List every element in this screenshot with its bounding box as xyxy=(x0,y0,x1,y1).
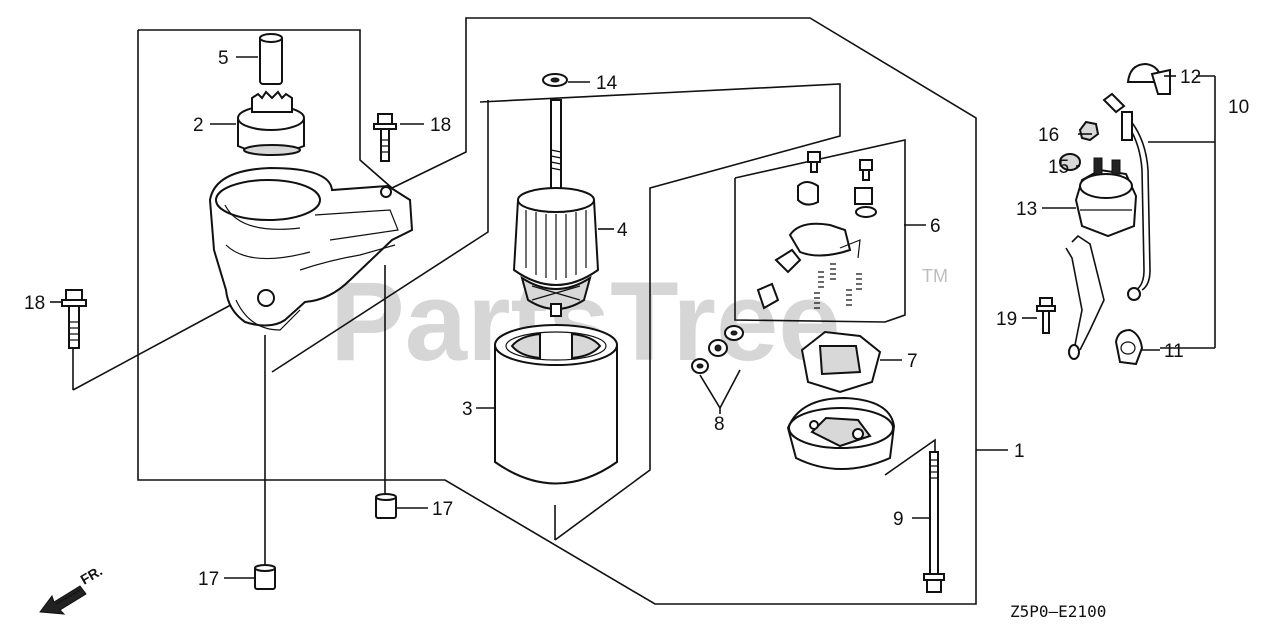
front-direction-arrow: FR. xyxy=(39,562,106,615)
callout-9: 9 xyxy=(893,509,904,530)
callout-4: 4 xyxy=(617,220,628,241)
part-yoke xyxy=(494,324,618,485)
part-solenoid-leads xyxy=(1065,234,1105,360)
part-terminal-cap xyxy=(1126,62,1171,95)
callout-12: 12 xyxy=(1180,67,1201,88)
callout-17-lower: 17 xyxy=(198,569,219,590)
part-brush-holder xyxy=(800,330,882,394)
part-brush-holder-kit xyxy=(756,151,877,310)
part-pinion-gear xyxy=(237,90,305,156)
brush-springs xyxy=(814,263,862,309)
part-flange-bolt-upper xyxy=(373,113,397,162)
part-end-cover xyxy=(786,396,896,470)
part-collar-upper xyxy=(375,493,397,519)
part-flange-bolt-left xyxy=(61,289,87,349)
callout-8: 8 xyxy=(714,414,725,435)
callout-2: 2 xyxy=(193,115,204,136)
part-cable xyxy=(1102,92,1151,301)
part-starter-housing xyxy=(208,166,414,331)
part-nut-16 xyxy=(1078,120,1100,142)
callout-17-upper: 17 xyxy=(432,499,453,520)
callout-numbers: 5 2 18 18 14 4 3 6 7 8 9 1 17 17 12 10 1… xyxy=(24,48,1249,590)
part-collar-15 xyxy=(1059,153,1081,171)
callout-19: 19 xyxy=(996,309,1017,330)
callout-5: 5 xyxy=(218,48,229,69)
part-sleeve xyxy=(259,33,283,85)
callout-1: 1 xyxy=(1014,441,1025,462)
part-terminal-boot-11 xyxy=(1114,328,1144,366)
part-armature xyxy=(512,99,600,317)
front-indicator-label: FR. xyxy=(78,562,106,587)
part-solenoid xyxy=(1074,157,1138,238)
part-collar-lower xyxy=(254,564,276,590)
callout-18-upper: 18 xyxy=(430,115,451,136)
callout-13: 13 xyxy=(1016,199,1037,220)
watermark-trademark: TM xyxy=(922,266,948,286)
part-through-bolt xyxy=(923,451,945,593)
callout-18-left: 18 xyxy=(24,293,45,314)
callout-10: 10 xyxy=(1228,97,1249,118)
part-terminal-nuts xyxy=(691,325,744,374)
callout-14: 14 xyxy=(596,73,618,94)
callout-15: 15 xyxy=(1048,157,1069,178)
part-thrust-washer xyxy=(542,73,568,87)
diagram-code: Z5P0—E2100 xyxy=(1010,602,1106,621)
callout-3: 3 xyxy=(462,399,473,420)
callout-16: 16 xyxy=(1038,125,1059,146)
part-bolt-19 xyxy=(1036,297,1056,334)
callout-leaders xyxy=(50,56,1176,579)
callout-7: 7 xyxy=(907,351,918,372)
callout-11: 11 xyxy=(1164,341,1184,362)
callout-6: 6 xyxy=(930,216,941,237)
